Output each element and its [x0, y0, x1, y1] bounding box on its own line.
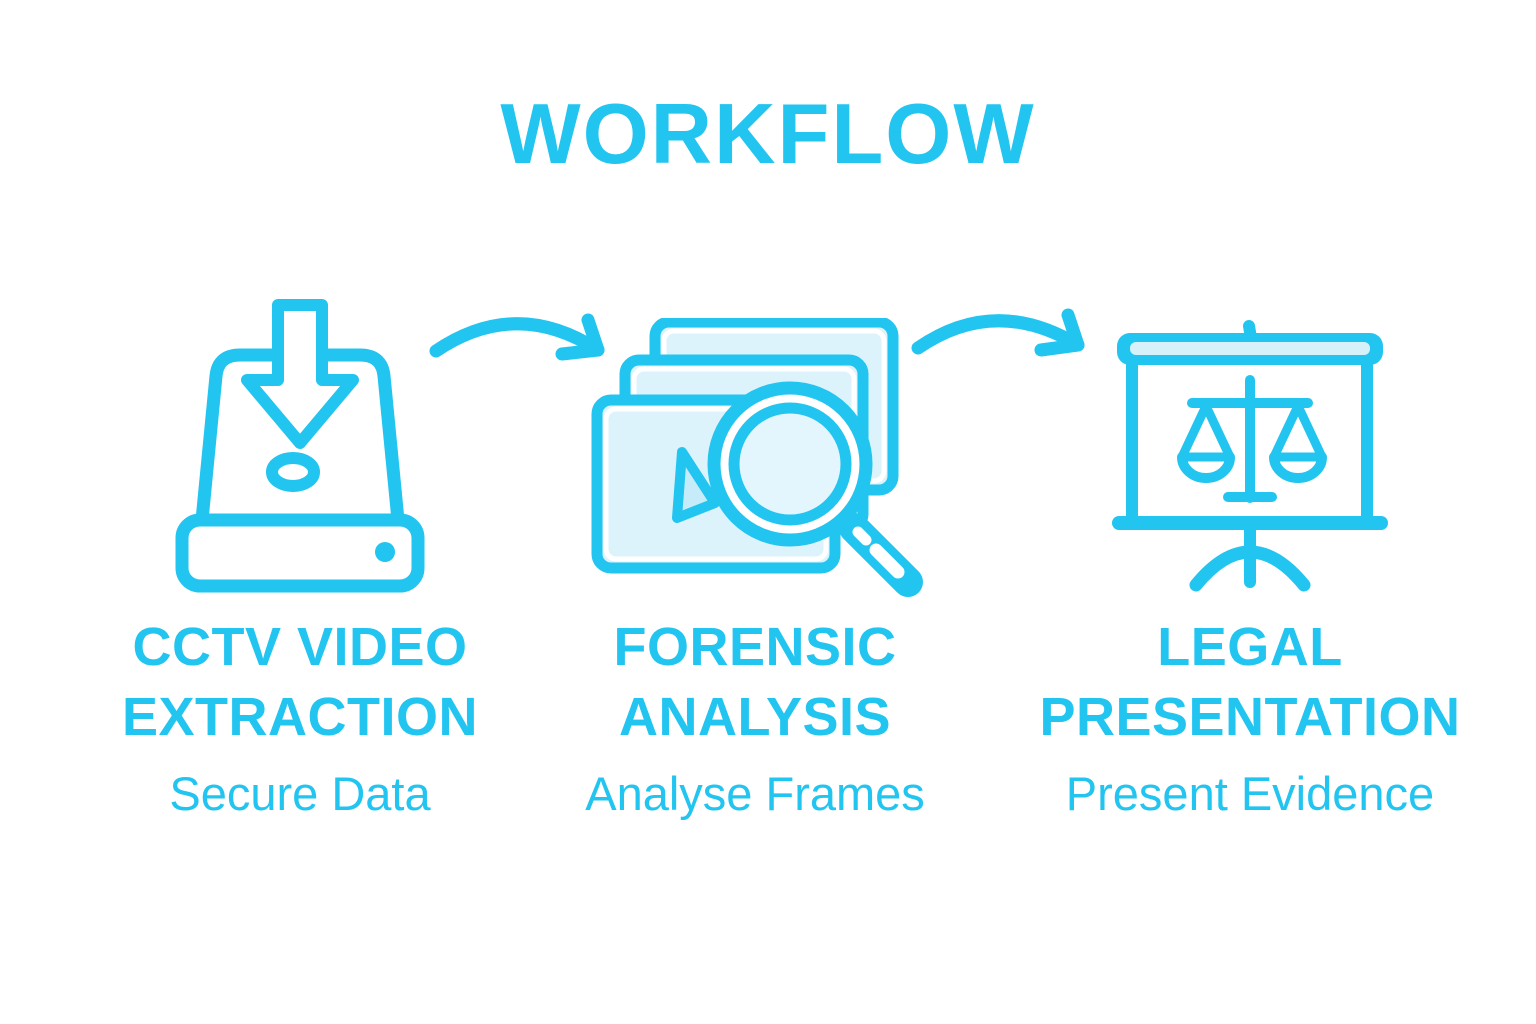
step-heading-line: ANALYSIS	[618, 687, 892, 747]
curved-arrow-icon	[429, 313, 605, 361]
video-camera-triangle	[672, 447, 720, 523]
step-heading-line: CCTV VIDEO	[132, 617, 468, 677]
step-heading-line: FORENSIC	[613, 617, 897, 677]
step-heading: FORENSIC ANALYSIS	[515, 612, 995, 752]
step-subtitle: Secure Data	[169, 767, 431, 820]
step-1: CCTV VIDEO EXTRACTION Secure Data	[60, 612, 540, 821]
scales-of-justice-icon	[1177, 375, 1327, 503]
step-heading-line: LEGAL	[1157, 617, 1343, 677]
step-heading-line: PRESENTATION	[1039, 687, 1461, 747]
step-3: LEGAL PRESENTATION Present Evidence	[1010, 612, 1490, 821]
curved-arrow-icon	[911, 308, 1085, 357]
step-subtitle: Analyse Frames	[585, 767, 925, 820]
hard-drive-download-icon	[175, 299, 425, 593]
video-frames-magnifier-icon	[591, 318, 923, 597]
presentation-scales-icon	[1112, 320, 1388, 592]
step-2: FORENSIC ANALYSIS Analyse Frames	[515, 612, 995, 821]
step-heading: LEGAL PRESENTATION	[1010, 612, 1490, 752]
page-title: WORKFLOW	[500, 87, 1036, 182]
step-subtitle: Present Evidence	[1065, 767, 1435, 820]
step-heading-line: EXTRACTION	[122, 687, 478, 747]
step-heading: CCTV VIDEO EXTRACTION	[60, 612, 540, 752]
